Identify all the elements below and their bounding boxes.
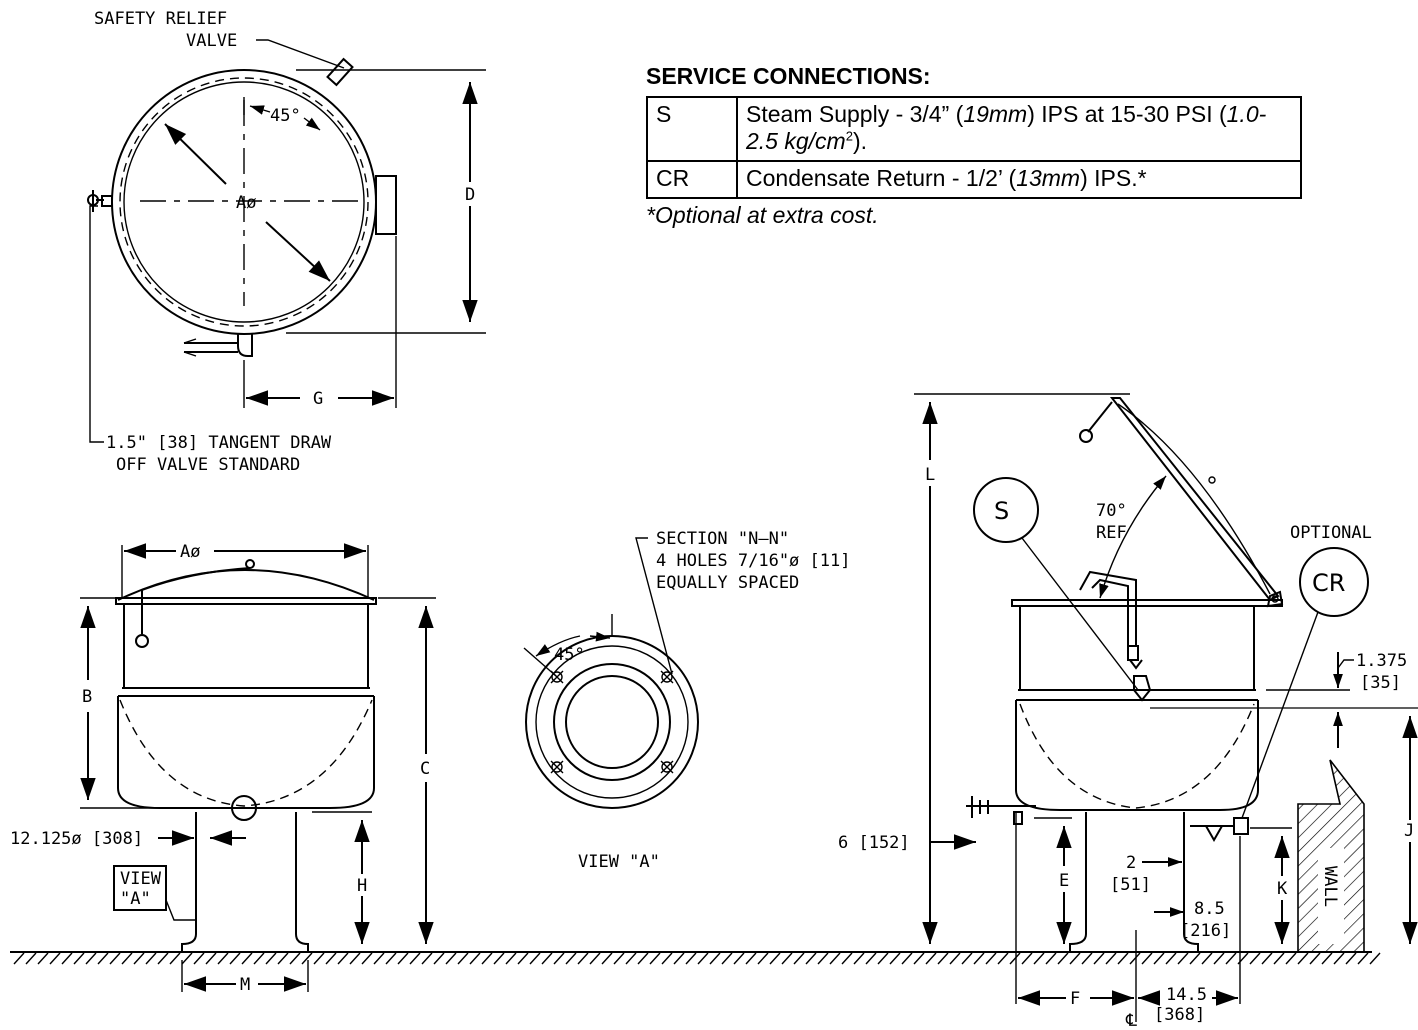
- top-view: Aø 45° SAFETY RELIEF VALVE 1.5" [38] TAN…: [87, 9, 486, 475]
- front-view-diameter-label: Aø: [180, 542, 200, 562]
- connection-code-cell: CR: [646, 160, 738, 199]
- bolt-hole: [660, 760, 674, 774]
- draw-off-label-line1: 1.5" [38] TANGENT DRAW: [106, 433, 332, 453]
- relief-valve-label-line2: VALVE: [186, 31, 237, 51]
- front-view-c-label: C: [420, 759, 430, 779]
- side-view-l-label: L: [925, 465, 935, 485]
- floor-offset-label: 6 [152]: [838, 833, 910, 853]
- connection-code-cell: S: [646, 96, 738, 162]
- top-offset-label: 1.375: [1356, 651, 1407, 671]
- relief-valve-label-line1: SAFETY RELIEF: [94, 9, 227, 29]
- front-view-m-label: M: [240, 975, 250, 995]
- condensate-callout-circle: [1299, 547, 1369, 617]
- view-a-callout-line2: "A": [120, 889, 151, 909]
- draw-off-label-line2: OFF VALVE STANDARD: [116, 455, 300, 475]
- pedestal-diameter-label: 12.125ø [308]: [10, 829, 143, 849]
- steam-connection-icon: [1133, 675, 1152, 702]
- steam-callout-label: S: [994, 497, 1009, 525]
- top-view-angle-label: 45°: [270, 106, 301, 126]
- condensate-valve-icon: [1233, 817, 1249, 835]
- section-angle-label: 45°: [554, 645, 585, 665]
- offset-2-label: 2: [1126, 853, 1136, 873]
- front-view-kettle-body: [123, 603, 369, 689]
- lid-angle-label: 70°: [1096, 501, 1127, 521]
- optional-cost-note: *Optional at extra cost.: [646, 202, 879, 228]
- table-row: S Steam Supply - 3/4” (19mm) IPS at 15-3…: [646, 96, 1302, 162]
- front-view: Aø B C H 12.125ø [308]: [10, 542, 436, 995]
- safety-relief-valve-icon: [326, 57, 354, 87]
- side-view-f-label: F: [1070, 989, 1080, 1009]
- section-label-line3: EQUALLY SPACED: [656, 573, 799, 593]
- floor: [10, 951, 1381, 965]
- view-a-caption: VIEW "A": [578, 852, 660, 872]
- top-view-diameter-label: Aø: [236, 193, 256, 213]
- bolt-hole: [660, 670, 674, 684]
- top-view-inner-wall: [119, 77, 369, 327]
- section-label-line2: 4 HOLES 7/16"ø [11]: [656, 551, 850, 571]
- offset-85-label: 8.5: [1194, 899, 1225, 919]
- service-connections-table: S Steam Supply - 3/4” (19mm) IPS at 15-3…: [646, 96, 1302, 199]
- lid-ref-label: REF: [1096, 523, 1127, 543]
- section-view-a: 45° SECTION "N–N" 4 HOLES 7/16"ø [11] EQ…: [523, 529, 850, 872]
- connection-desc-cell: Condensate Return - 1/2’ (13mm) IPS.*: [736, 160, 1302, 199]
- optional-label: OPTIONAL: [1290, 523, 1372, 543]
- front-view-b-label: B: [82, 687, 92, 707]
- open-lid: [1109, 397, 1280, 602]
- centerline-symbol: ℄: [1125, 1011, 1137, 1030]
- bolt-hole: [550, 760, 564, 774]
- top-view-g-label: G: [313, 389, 323, 409]
- service-connections-title: SERVICE CONNECTIONS:: [646, 63, 931, 89]
- view-a-callout-line1: VIEW: [120, 869, 162, 889]
- offset-145-mm-label: [368]: [1154, 1005, 1205, 1025]
- base-flange-outer: [525, 635, 699, 809]
- service-connections-panel: SERVICE CONNECTIONS: S Steam Supply - 3/…: [646, 62, 1302, 229]
- offset-85-mm-label: [216]: [1180, 921, 1231, 941]
- front-view-pedestal: [181, 812, 309, 952]
- table-row: CR Condensate Return - 1/2’ (13mm) IPS.*: [646, 160, 1302, 199]
- wall-label: WALL: [1320, 866, 1340, 907]
- top-view-bracket: [375, 175, 397, 235]
- top-offset-mm-label: [35]: [1360, 673, 1401, 693]
- side-view-k-label: K: [1277, 879, 1288, 899]
- connection-desc-cell: Steam Supply - 3/4” (19mm) IPS at 15-30 …: [736, 96, 1302, 162]
- steam-callout-circle: [973, 477, 1039, 543]
- side-view-e-label: E: [1059, 871, 1069, 891]
- top-view-d-label: D: [465, 185, 475, 205]
- front-view-h-label: H: [357, 876, 367, 896]
- condensate-callout-label: CR: [1312, 569, 1345, 597]
- offset-145-label: 14.5: [1166, 985, 1207, 1005]
- offset-2-mm-label: [51]: [1110, 875, 1151, 895]
- view-a-callout-box: [113, 865, 167, 911]
- side-view-j-label: J: [1404, 821, 1414, 841]
- wall: WALL: [1297, 759, 1365, 953]
- section-label-line1: SECTION "N–N": [656, 529, 789, 549]
- side-view: L 70° REF S CR OPTIONAL: [838, 393, 1418, 1030]
- draw-off-pipe-icon: [237, 333, 253, 357]
